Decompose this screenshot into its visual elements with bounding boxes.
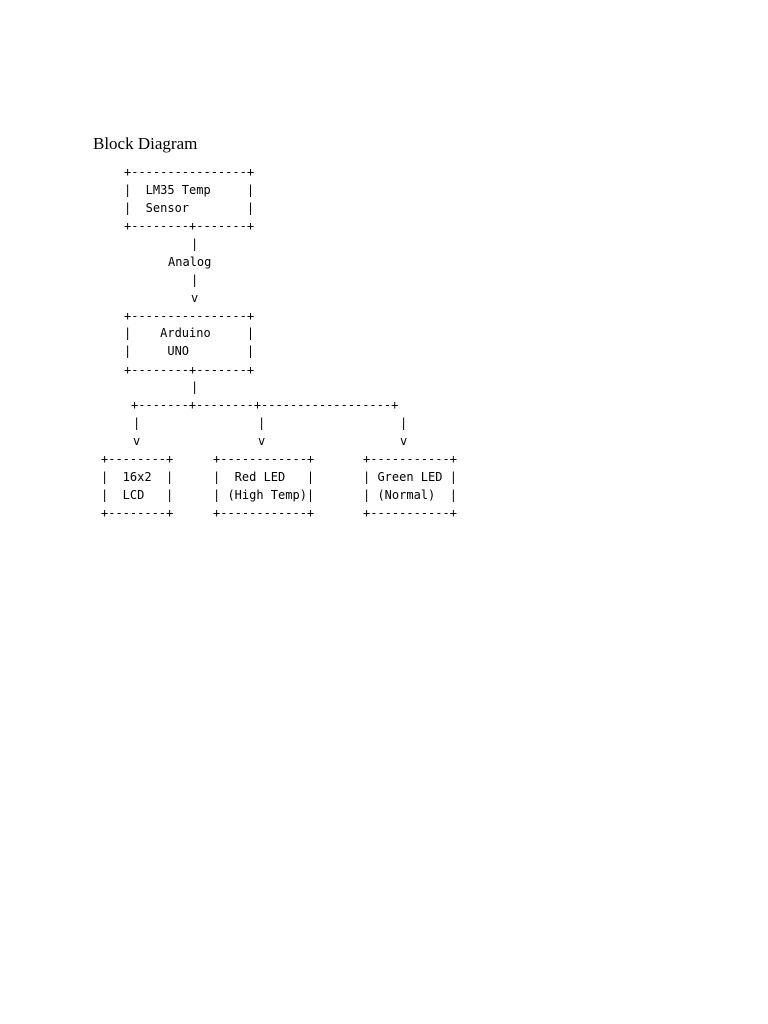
arduino-block-label-line-2: | UNO | [124,344,255,358]
green-led-block-top-border: +-----------+ [363,452,457,466]
green-led-block-bottom-border: +-----------+ [363,506,457,520]
lcd-block-top-border: +--------+ [101,452,174,466]
arduino-block-top-border: +----------------+ [124,309,255,323]
splitter-pipe: | [191,380,199,394]
lcd-block-bottom-border: +--------+ [101,506,174,520]
arduino-block-bottom-border: +--------+-------+ [124,363,255,377]
page-title: Block Diagram [93,134,198,153]
red-led-block-top-border: +------------+ [213,452,315,466]
splitter-branch-line: +-------+--------+------------------+ [131,398,399,412]
red-led-block-label-line-1: | Red LED | [213,470,315,484]
green-led-block-label-line-2: | (Normal) | [363,488,457,502]
analog-connector-pipe-bottom: | [191,273,199,287]
red-led-block-bottom-border: +------------+ [213,506,315,520]
branch-arrow-lcd: v [133,434,141,448]
analog-connector-arrow: v [191,291,199,305]
branch-arrow-red-led: v [258,434,266,448]
lcd-block-label-line-2: | LCD | [101,488,174,502]
sensor-block-label-line-1: | LM35 Temp | [124,183,255,197]
lcd-block-label-line-1: | 16x2 | [101,470,174,484]
analog-connector-label: Analog [168,255,212,269]
green-led-block-label-line-1: | Green LED | [363,470,457,484]
sensor-block-bottom-border: +--------+-------+ [124,219,255,233]
branch-arrow-green-led: v [400,434,408,448]
branch-pipe-red-led: | [258,416,266,430]
arduino-block-label-line-1: | Arduino | [124,326,255,340]
red-led-block-label-line-2: | (High Temp)| [213,488,315,502]
sensor-block-label-line-2: | Sensor | [124,201,255,215]
analog-connector-pipe-top: | [191,237,199,251]
branch-pipe-green-led: | [400,416,408,430]
sensor-block-top-border: +----------------+ [124,165,255,179]
branch-pipe-lcd: | [133,416,141,430]
